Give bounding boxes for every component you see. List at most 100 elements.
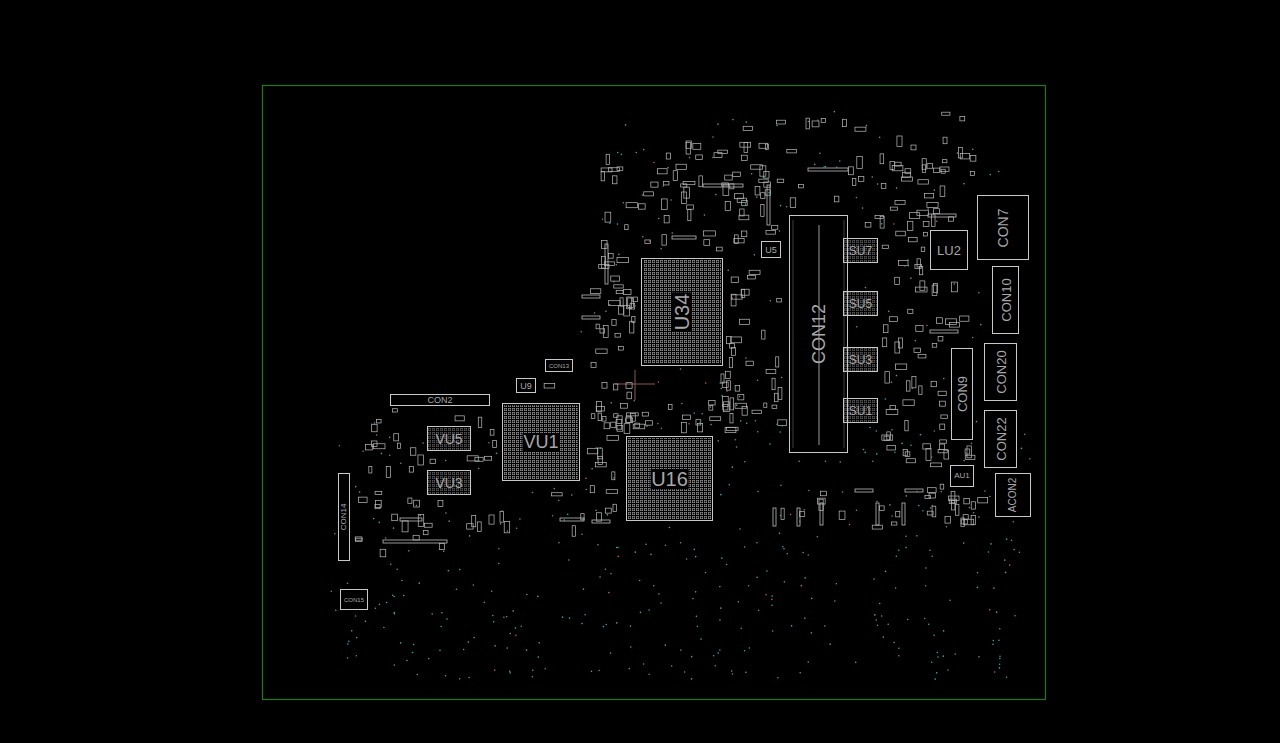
connector-pad-row [592,520,610,523]
smd-part [944,450,949,459]
smd-part [938,336,943,341]
via-dot [389,454,391,456]
connector-pad-row [582,316,600,319]
via-dot [693,549,695,551]
via-dot [732,119,734,121]
via-dot [378,522,380,524]
via-dot [1014,615,1016,617]
smd-part [614,414,618,418]
via-dot [957,152,959,154]
via-dot [512,610,514,612]
smd-part [617,426,623,432]
smd-part [940,484,944,489]
smd-part [623,289,631,294]
via-dot [567,514,569,516]
via-dot [739,396,741,398]
via-dot [552,515,554,517]
via-dot [671,232,673,234]
smd-part [970,155,976,161]
via-dot [889,504,891,506]
smd-part [895,200,905,204]
smd-part [939,401,945,406]
smd-part [735,235,739,244]
via-dot [582,518,584,520]
smd-part [687,205,694,209]
smd-part [601,240,607,248]
smd-part [430,459,436,463]
via-dot [607,514,609,516]
via-dot [712,136,714,138]
via-dot [757,491,759,493]
via-dot [597,544,599,546]
smd-part [693,144,701,150]
smd-part [865,222,871,227]
smd-part [489,515,494,524]
via-dot [817,536,819,538]
via-dot [373,518,375,520]
smd-part [371,441,377,446]
smd-part [819,499,823,510]
smd-part [885,372,890,383]
connector-pad-row [905,489,923,492]
via-dot [993,587,995,589]
via-dot [443,551,445,553]
via-dot [569,617,571,619]
smd-part [604,423,610,429]
via-dot [445,512,447,514]
smd-part [626,383,632,389]
via-dot [920,434,922,436]
component-outline: VU1 [502,403,580,481]
smd-part [927,202,938,207]
smd-part [781,508,784,519]
smd-part [898,260,908,265]
component-outline: CON9 [951,348,973,440]
smd-part [848,167,853,175]
via-dot [781,425,783,427]
via-dot [799,521,801,523]
via-dot [594,312,596,314]
via-dot [888,311,890,313]
smd-part [882,338,886,347]
via-dot [375,607,377,609]
smd-part [895,342,900,353]
via-dot [371,424,373,426]
smd-part [626,203,637,208]
via-dot [712,157,714,159]
smd-part [760,166,766,176]
smd-part [731,337,742,343]
via-dot [776,125,778,127]
via-dot [351,630,353,632]
smd-part [600,329,605,333]
smd-part [933,209,939,214]
via-dot [754,254,756,256]
via-dot [769,443,771,445]
smd-part [882,435,893,440]
smd-part [662,235,666,245]
via-dot [605,624,607,626]
via-dot [625,124,627,126]
smd-part [645,240,651,243]
smd-part [952,501,955,510]
smd-part [472,515,476,526]
component-label: SU1 [848,405,873,417]
smd-part [731,277,738,282]
smd-part [603,326,608,338]
smd-part [899,338,903,348]
via-dot [751,173,753,175]
smd-part [598,413,602,421]
smd-part [978,498,988,503]
via-dot [993,640,995,642]
via-dot [463,649,465,651]
connector-pad-row [902,503,905,525]
via-dot [515,627,517,629]
via-dot [807,661,809,663]
via-dot [665,544,667,546]
smd-part [727,427,739,430]
smd-part [880,216,884,228]
via-dot [739,528,741,530]
smd-part [960,154,969,159]
via-dot [355,615,357,617]
connector-pad-row [582,295,600,298]
via-dot [605,311,607,313]
via-dot [1009,564,1011,566]
